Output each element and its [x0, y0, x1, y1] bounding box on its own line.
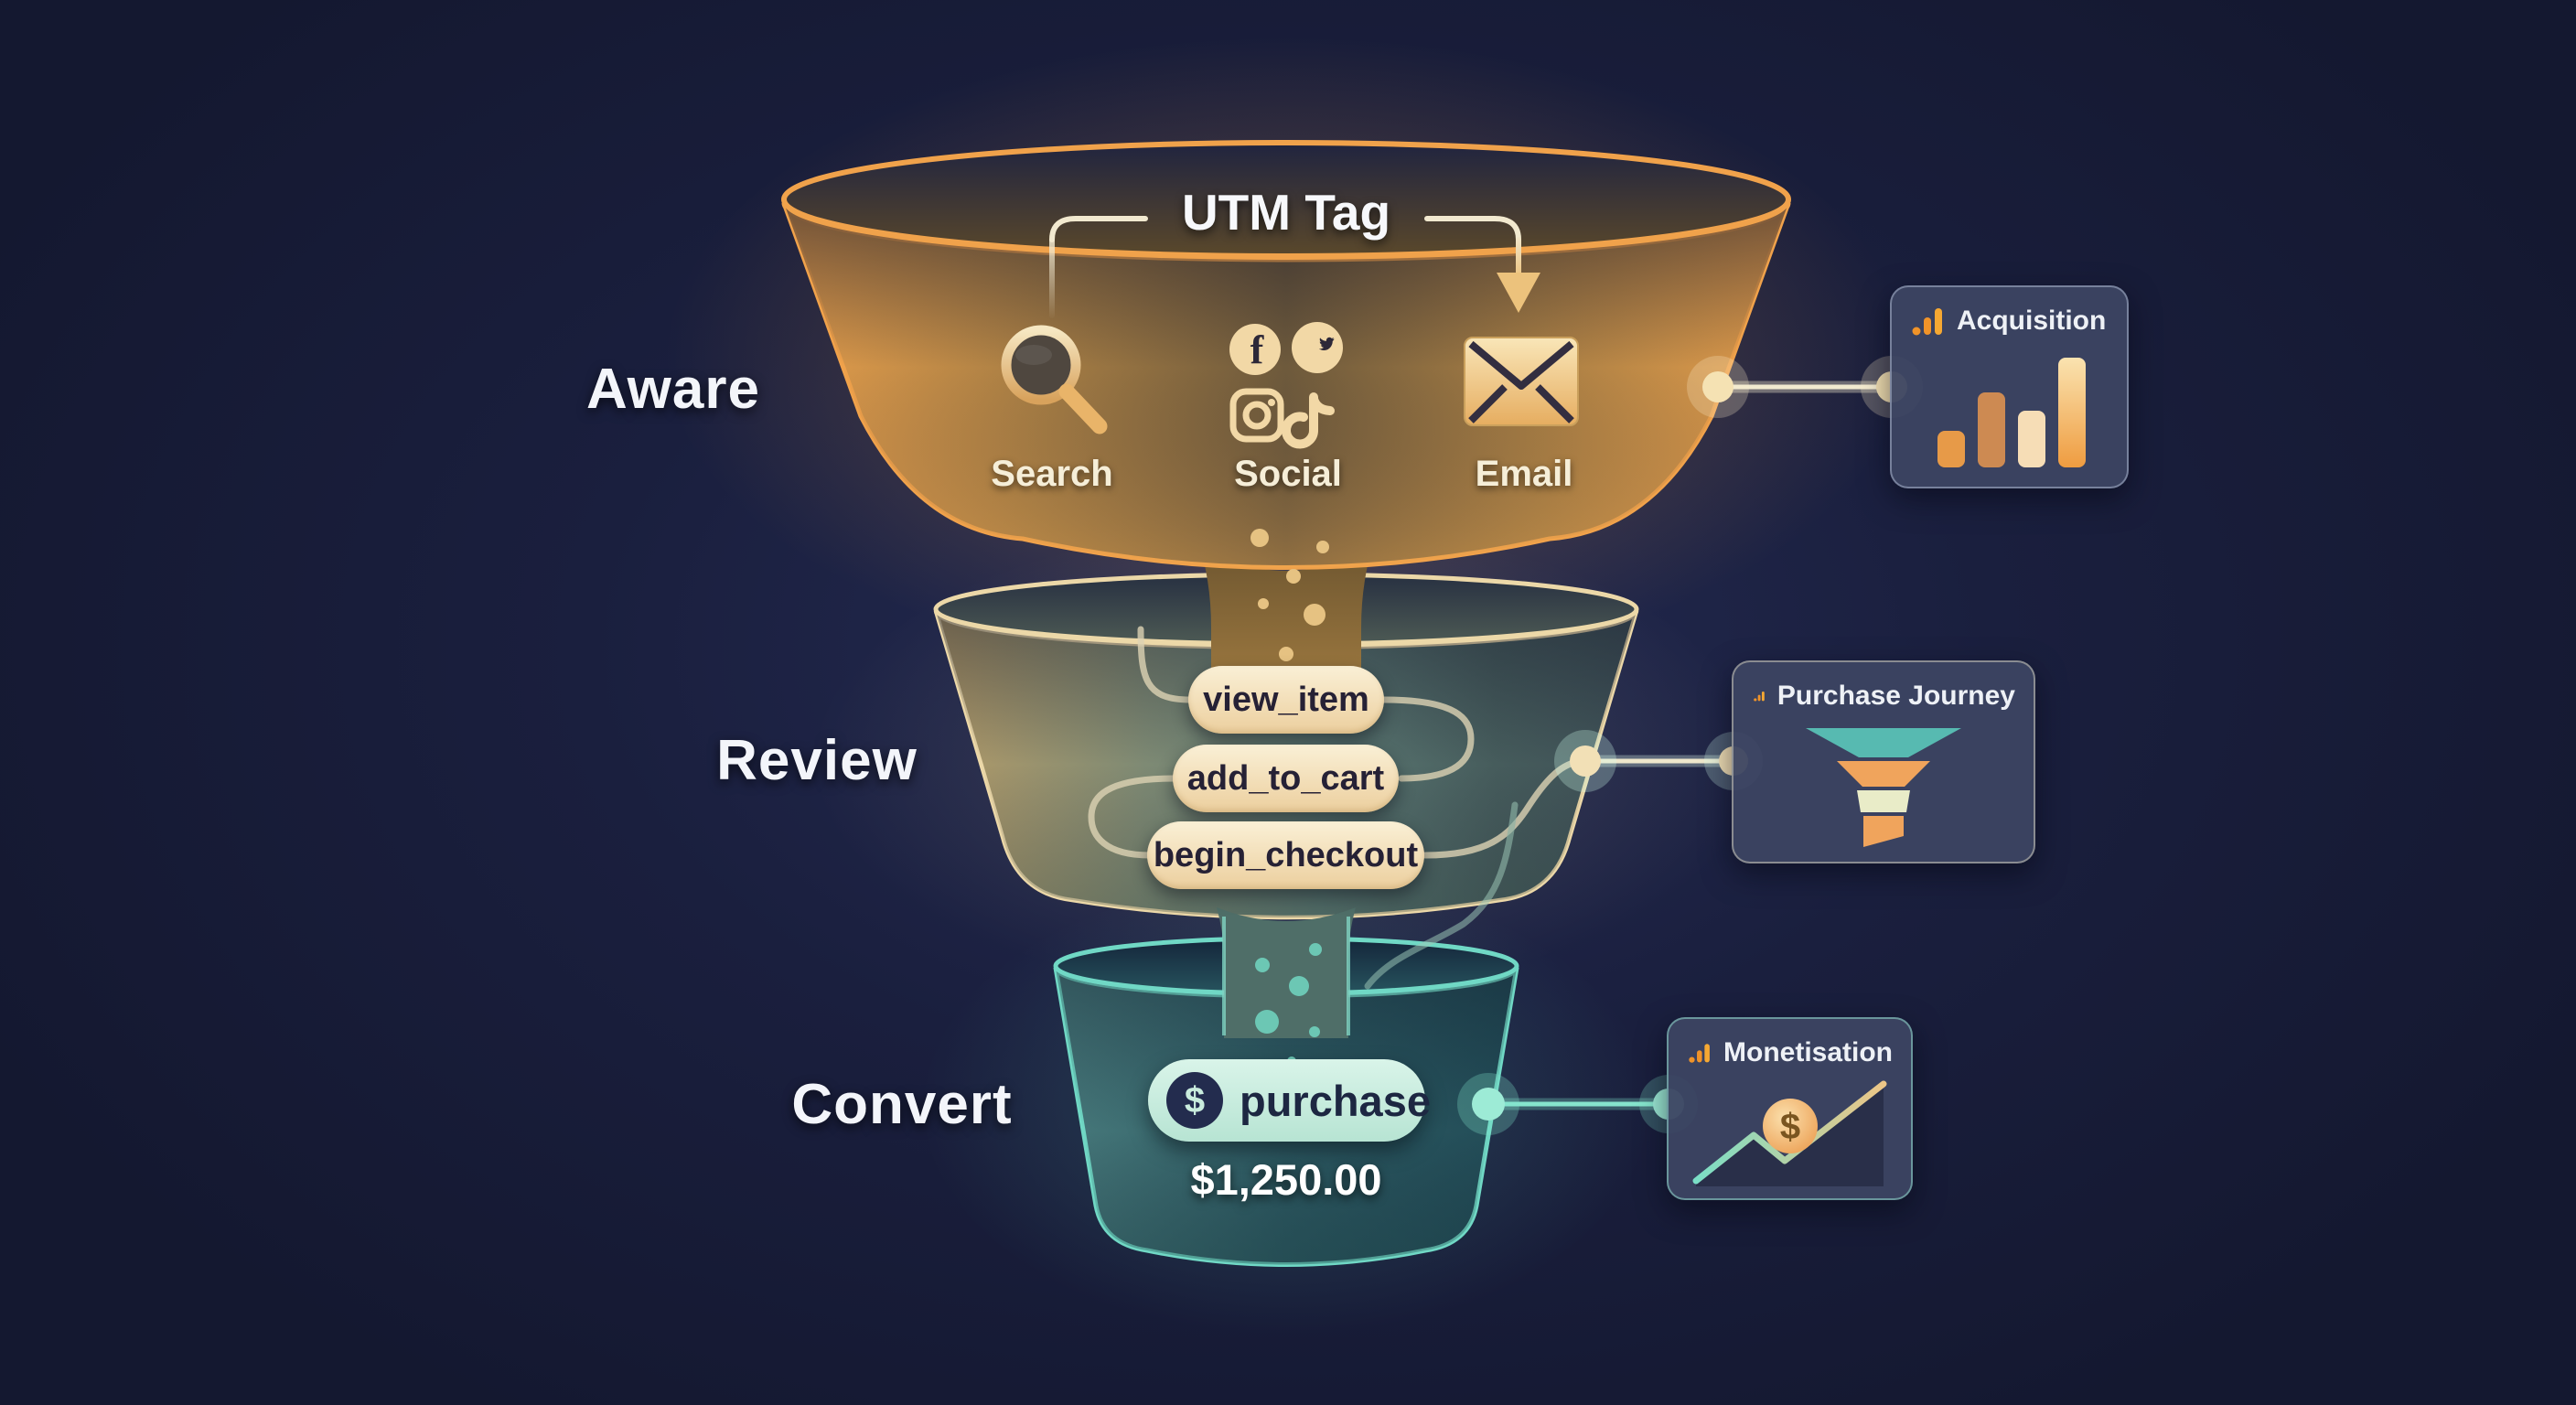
aware-spout: [1200, 547, 1372, 684]
card-title: Purchase Journey: [1776, 681, 2015, 711]
aware-rim: [781, 140, 1791, 259]
purchase-pill-label: purchase: [1240, 1076, 1431, 1125]
line-chart-icon: $: [1692, 1080, 1887, 1186]
search-icon: [986, 322, 1125, 447]
droplets-review-to-convert: [1255, 943, 1322, 1066]
stage-label-convert: Convert: [791, 1073, 1013, 1136]
purchase-amount: $1,250.00: [1190, 1155, 1382, 1204]
dollar-coin-icon: $: [1166, 1072, 1223, 1129]
card-title: Monetisation: [1723, 1037, 1893, 1067]
dollar-coin-icon: [1763, 1099, 1818, 1153]
instagram-icon: [1229, 388, 1284, 443]
facebook-icon: f: [1229, 324, 1281, 375]
card-title: Acquisition: [1957, 306, 2107, 336]
funnel-icon: [1806, 728, 1961, 847]
bar-chart-icon: [1937, 358, 2086, 467]
channel-label-email: Email: [1475, 454, 1573, 494]
purchase-pill: $ purchase: [1148, 1059, 1431, 1142]
ga-logo-icon: [1912, 308, 1942, 336]
ga-logo-icon: [1754, 691, 1765, 702]
stage-label-aware: Aware: [586, 358, 760, 421]
utm-bracket: [1049, 216, 1540, 318]
email-icon: [1462, 335, 1581, 433]
svg-text:f: f: [1250, 327, 1265, 372]
ga-logo-icon: [1689, 1044, 1710, 1063]
event-pill-view-item: view_item: [1188, 666, 1384, 734]
event-pill-label: view_item: [1203, 680, 1369, 719]
droplets-aware-to-review: [1250, 529, 1329, 677]
card-monetisation: Monetisation $: [1667, 1017, 1913, 1200]
funnel-tier-aware: [781, 140, 1791, 684]
event-pill-begin-checkout: begin_checkout: [1147, 821, 1424, 889]
social-icons: f: [1222, 322, 1350, 455]
card-purchase-journey: Purchase Journey: [1732, 660, 2035, 863]
tiktok-icon: [1282, 392, 1335, 449]
channel-label-search: Search: [991, 454, 1113, 494]
utm-tag-label: UTM Tag: [1181, 184, 1391, 241]
svg-text:$: $: [1780, 1107, 1800, 1147]
event-pill-label: begin_checkout: [1153, 835, 1419, 874]
twitter-icon: [1292, 322, 1343, 373]
card-acquisition: Acquisition: [1890, 285, 2129, 488]
channel-label-social: Social: [1234, 454, 1342, 494]
review-spout: [1217, 907, 1356, 1038]
event-flow-path: [1088, 626, 1589, 990]
event-pill-add-to-cart: add_to_cart: [1173, 745, 1399, 812]
stage-label-review: Review: [716, 729, 918, 792]
event-pill-label: add_to_cart: [1186, 758, 1385, 798]
utm-arrow-icon: [1497, 273, 1540, 313]
